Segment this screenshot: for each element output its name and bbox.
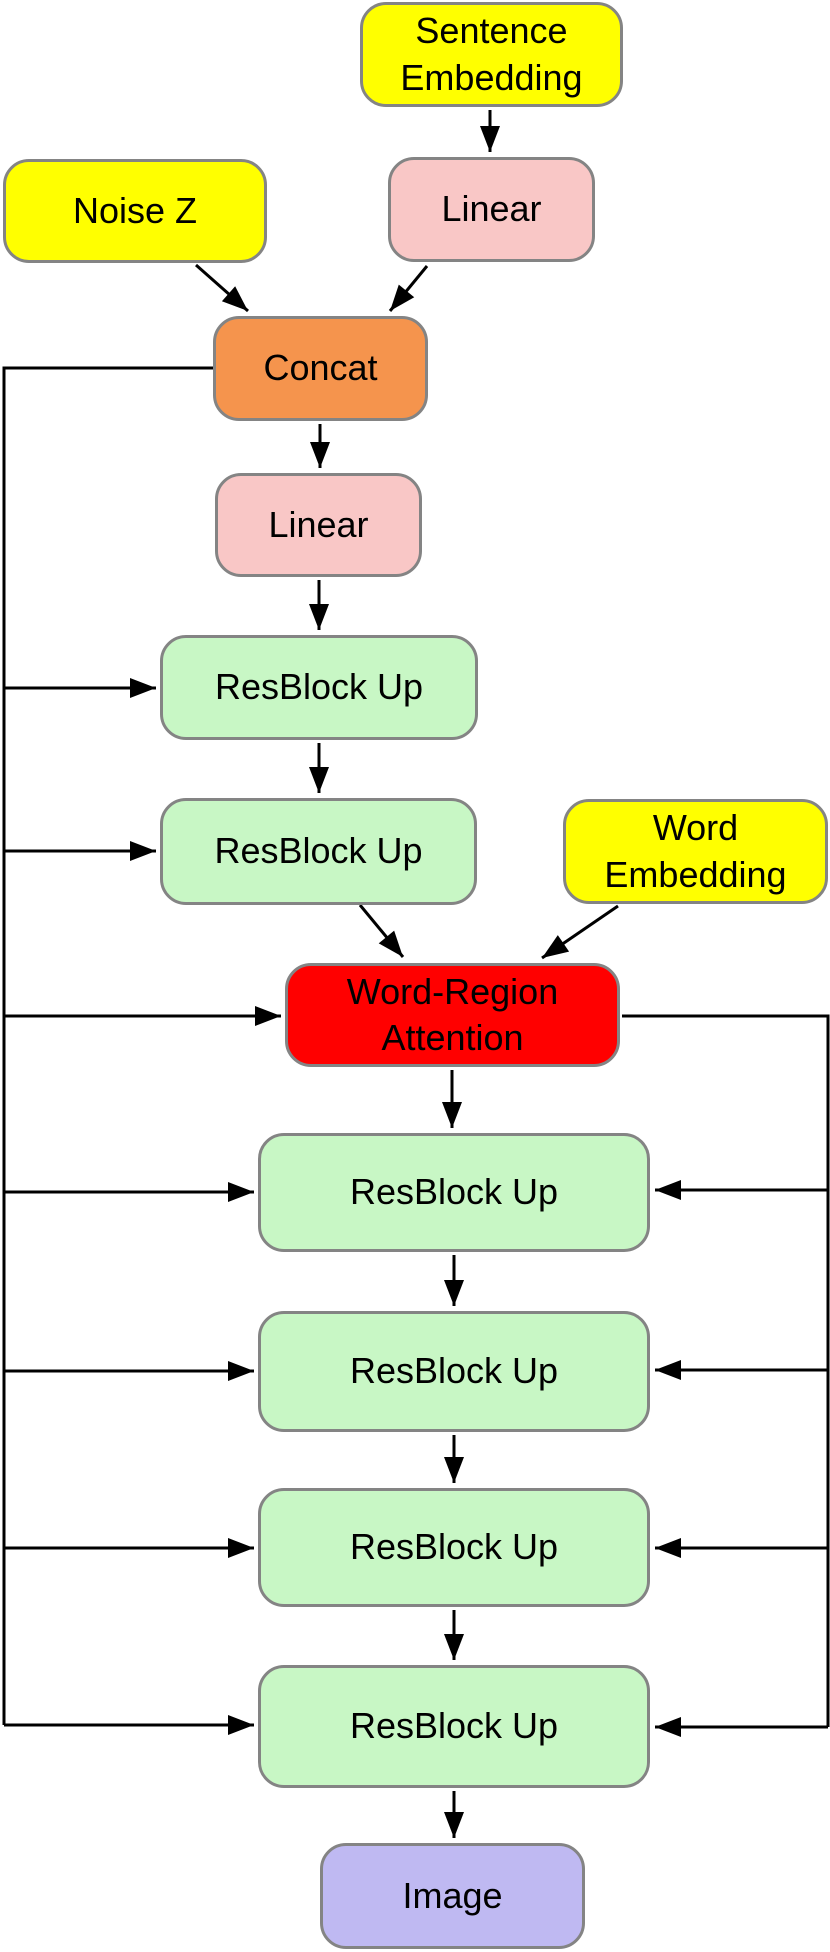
node-resblock-up-1: ResBlock Up bbox=[160, 635, 478, 740]
right-rail bbox=[622, 1014, 830, 1727]
node-resblock-up-5: ResBlock Up bbox=[258, 1488, 650, 1607]
node-word-region-attention: Word-Region Attention bbox=[285, 963, 620, 1067]
node-resblock-up-2: ResBlock Up bbox=[160, 798, 477, 905]
node-resblock-up-6: ResBlock Up bbox=[258, 1665, 650, 1788]
node-resblock-up-3: ResBlock Up bbox=[258, 1133, 650, 1252]
edge-resblock2-to-word-region-attention bbox=[358, 904, 405, 958]
edge-word-embedding-to-word-region-attention bbox=[541, 904, 619, 960]
node-image: Image bbox=[320, 1843, 585, 1949]
node-noise-z: Noise Z bbox=[3, 159, 267, 263]
edge-linear1-to-concat bbox=[388, 265, 429, 312]
node-linear-2: Linear bbox=[215, 473, 422, 577]
node-linear-1: Linear bbox=[388, 157, 595, 262]
edge-noise-z-to-concat bbox=[195, 263, 249, 313]
node-sentence-embedding: Sentence Embedding bbox=[360, 2, 623, 107]
node-word-embedding: Word Embedding bbox=[563, 799, 828, 904]
left-rail bbox=[2, 366, 213, 1725]
node-resblock-up-4: ResBlock Up bbox=[258, 1311, 650, 1432]
node-concat: Concat bbox=[213, 316, 428, 421]
